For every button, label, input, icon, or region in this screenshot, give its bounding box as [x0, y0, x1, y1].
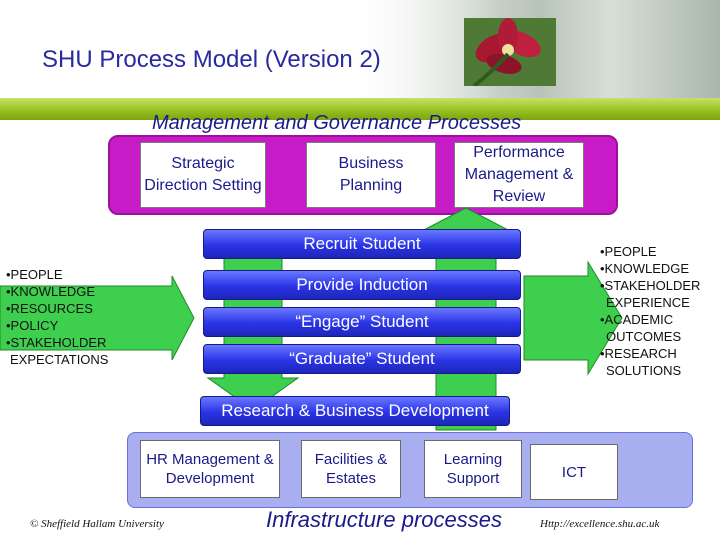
provide-induction-bar: Provide Induction: [203, 270, 521, 300]
management-heading: Management and Governance Processes: [152, 112, 522, 134]
input-item: •PEOPLE: [6, 267, 63, 282]
output-item: SOLUTIONS: [606, 363, 682, 378]
facilities-estates-box: Facilities & Estates: [301, 440, 401, 498]
outputs-list: •PEOPLE •KNOWLEDGE •STAKEHOLDER EXPERIEN…: [600, 243, 700, 379]
output-item: •KNOWLEDGE: [600, 261, 690, 276]
ict-box: ICT: [530, 444, 618, 500]
output-item: •STAKEHOLDER: [600, 278, 701, 293]
output-arrow: [523, 260, 623, 376]
learning-support-box: Learning Support: [424, 440, 522, 498]
copyright-text: © Sheffield Hallam University: [30, 518, 164, 530]
output-item: OUTCOMES: [606, 329, 682, 344]
infrastructure-heading: Infrastructure processes: [266, 507, 502, 532]
output-item: •PEOPLE: [600, 244, 657, 259]
header-green-bar: [0, 98, 720, 120]
performance-management-box: Performance Management & Review: [454, 142, 584, 208]
page-title: SHU Process Model (Version 2): [42, 46, 381, 73]
output-item: EXPERIENCE: [606, 295, 690, 310]
input-item: •POLICY: [6, 318, 59, 333]
inputs-list: •PEOPLE •KNOWLEDGE •RESOURCES •POLICY •S…: [6, 266, 108, 368]
business-planning-box: Business Planning: [306, 142, 436, 208]
input-item: EXPECTATIONS: [10, 352, 109, 367]
engage-student-bar: “Engage” Student: [203, 307, 521, 337]
input-item: •STAKEHOLDER: [6, 335, 107, 350]
research-business-bar: Research & Business Development: [200, 396, 510, 426]
output-item: •ACADEMIC: [600, 312, 674, 327]
recruit-student-bar: Recruit Student: [203, 229, 521, 259]
header-fade: [0, 0, 500, 100]
output-item: •RESEARCH: [600, 346, 677, 361]
flower-image: [464, 18, 556, 86]
input-item: •KNOWLEDGE: [6, 284, 96, 299]
input-arrow: [0, 275, 195, 361]
input-item: •RESOURCES: [6, 301, 93, 316]
hr-management-box: HR Management & Development: [140, 440, 280, 498]
graduate-student-bar: “Graduate” Student: [203, 344, 521, 374]
footer-url: Http://excellence.shu.ac.uk: [540, 518, 660, 530]
strategic-direction-box: Strategic Direction Setting: [140, 142, 266, 208]
